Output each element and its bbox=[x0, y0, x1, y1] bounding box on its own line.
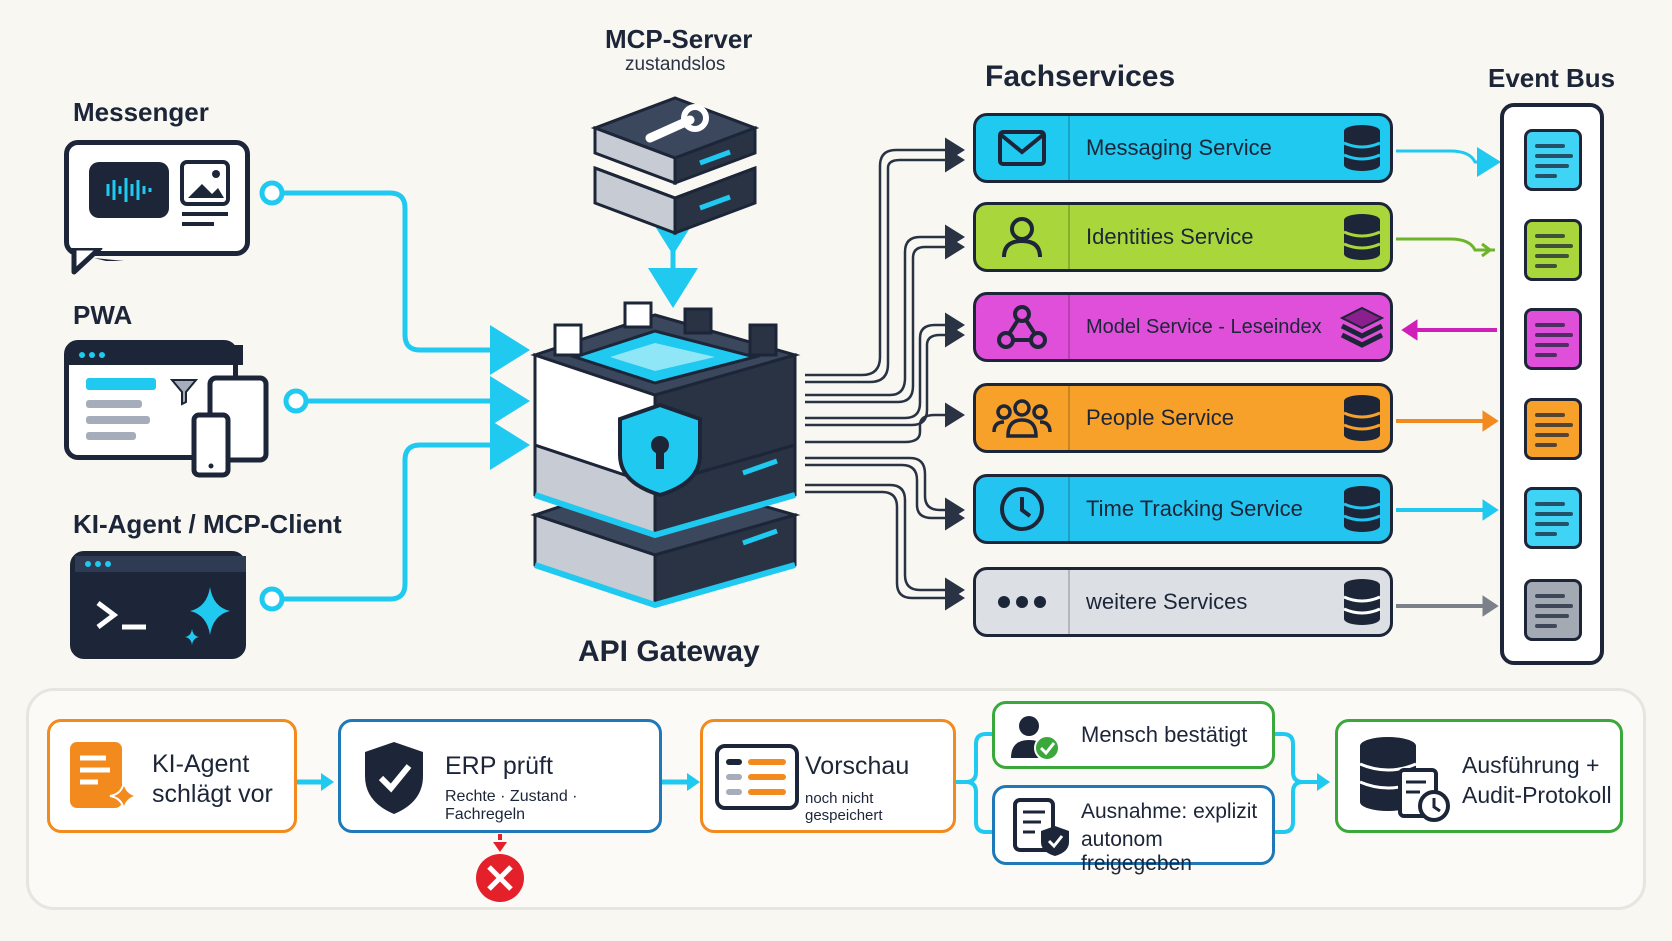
document-shield-icon bbox=[1013, 798, 1069, 856]
sparkle-icon bbox=[185, 587, 230, 645]
step-agent-line1: KI-Agent bbox=[152, 750, 250, 778]
step-execution-audit: Ausführung + Audit-Protokoll bbox=[1335, 719, 1623, 833]
step-human-title: Mensch bestätigt bbox=[1081, 722, 1248, 747]
mcp-server-icon bbox=[590, 96, 760, 236]
chat-tail-icon bbox=[71, 248, 103, 275]
database-clock-icon bbox=[1359, 737, 1450, 822]
database-icon bbox=[1343, 486, 1381, 532]
terminal-icon bbox=[75, 556, 246, 630]
shield-check-icon bbox=[365, 742, 423, 814]
preview-list-icon bbox=[715, 744, 799, 810]
event-identities bbox=[1524, 219, 1582, 281]
step-preview-title: Vorschau bbox=[805, 752, 910, 780]
step-exception-line2: autonom freigegeben bbox=[1081, 828, 1192, 875]
service-name: Identities Service bbox=[1086, 224, 1254, 249]
database-icon bbox=[1343, 214, 1381, 260]
agent-terminal-card[interactable] bbox=[70, 551, 246, 659]
mail-icon bbox=[998, 130, 1046, 166]
time-tracking-service[interactable]: Time Tracking Service bbox=[973, 474, 1393, 544]
step-human-confirms[interactable]: Mensch bestätigt bbox=[992, 701, 1275, 769]
api-gateway-icon bbox=[530, 301, 801, 609]
step-autonomous-exception[interactable]: Ausnahme: explizit autonom freigegeben bbox=[992, 785, 1275, 875]
event-people bbox=[1524, 398, 1582, 460]
service-connectors bbox=[805, 137, 965, 611]
step-exec-line2: Audit-Protokoll bbox=[1462, 782, 1612, 808]
step-agent-line2: schlägt vor bbox=[152, 780, 273, 808]
event-messaging bbox=[1524, 129, 1582, 191]
people-service[interactable]: People Service bbox=[973, 383, 1393, 453]
event-bus bbox=[1500, 103, 1604, 665]
chat-bubble-icon bbox=[89, 160, 230, 261]
messaging-service[interactable]: Messaging Service bbox=[973, 113, 1393, 183]
step-exec-line1: Ausführung + bbox=[1462, 752, 1600, 778]
service-name: weitere Services bbox=[1086, 589, 1248, 614]
reject-icon bbox=[476, 854, 524, 902]
people-icon bbox=[992, 399, 1052, 438]
more-icon bbox=[998, 596, 1046, 608]
user-icon bbox=[1002, 217, 1042, 258]
further-services[interactable]: weitere Services bbox=[973, 567, 1393, 637]
identities-service[interactable]: Identities Service bbox=[973, 202, 1393, 272]
bus-connectors bbox=[1396, 147, 1501, 617]
agent-label: KI-Agent / MCP-Client bbox=[73, 509, 342, 539]
step-erp-checks: ERP prüft Rechte · Zustand · Fachregeln bbox=[338, 719, 662, 833]
service-name: Model Service - Leseindex bbox=[1086, 315, 1322, 338]
clock-icon bbox=[1000, 487, 1044, 531]
client-connectors bbox=[259, 180, 530, 612]
database-icon bbox=[1343, 579, 1381, 625]
mcp-title: MCP-Server bbox=[605, 24, 753, 54]
database-icon bbox=[1343, 125, 1381, 171]
mcp-subtitle: zustandslos bbox=[625, 54, 726, 75]
pwa-card[interactable] bbox=[64, 340, 269, 478]
step-exception-line1: Ausnahme: explizit bbox=[1081, 800, 1258, 823]
user-check-icon bbox=[1011, 716, 1060, 761]
step-agent-proposes: KI-Agent schlägt vor bbox=[47, 719, 297, 833]
document-sparkle-icon bbox=[70, 742, 139, 811]
services-title: Fachservices bbox=[985, 60, 1176, 93]
event-model bbox=[1524, 308, 1582, 370]
model-service[interactable]: Model Service - Leseindex bbox=[973, 292, 1393, 362]
step-erp-title: ERP prüft bbox=[445, 752, 553, 780]
messenger-label: Messenger bbox=[73, 97, 209, 127]
layers-icon bbox=[1340, 306, 1384, 348]
database-icon bbox=[1343, 395, 1381, 441]
graph-icon bbox=[997, 305, 1047, 349]
service-name: Time Tracking Service bbox=[1086, 496, 1303, 521]
service-name: Messaging Service bbox=[1086, 135, 1272, 160]
messenger-card[interactable] bbox=[64, 140, 250, 261]
step-preview: Vorschau noch nicht gespeichert bbox=[700, 719, 956, 833]
pwa-label: PWA bbox=[73, 300, 133, 330]
step-erp-subtitle: Rechte · Zustand · Fachregeln bbox=[445, 788, 578, 823]
browser-devices-icon bbox=[69, 345, 269, 478]
gateway-title: API Gateway bbox=[578, 635, 760, 668]
step-preview-subtitle: noch nicht gespeichert bbox=[805, 790, 883, 824]
service-name: People Service bbox=[1086, 405, 1234, 430]
event-further bbox=[1524, 579, 1582, 641]
event-time-tracking bbox=[1524, 487, 1582, 549]
event-bus-title: Event Bus bbox=[1488, 63, 1616, 93]
